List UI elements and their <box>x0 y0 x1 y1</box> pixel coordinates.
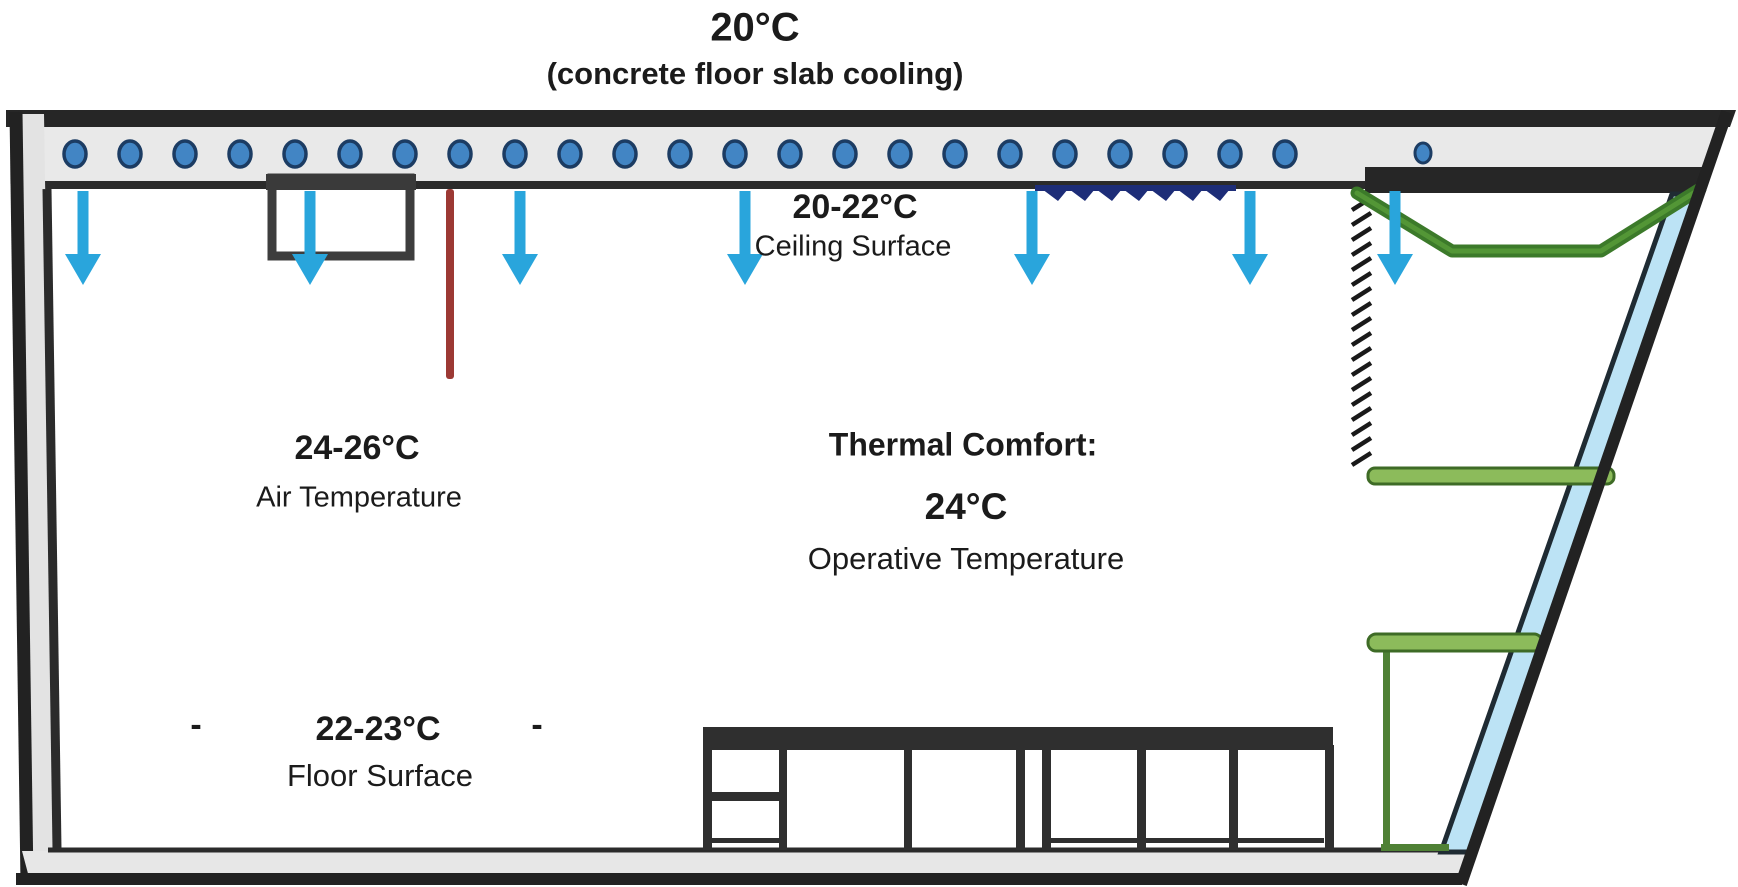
cooling-pipe-dot <box>832 139 858 169</box>
wall-shelf <box>1366 466 1616 486</box>
air-temp: 24-26°C <box>294 429 419 467</box>
operative-temp: 24°C <box>925 486 1008 527</box>
cooling-pipe-dot <box>1217 139 1243 169</box>
floor-surface-label: Floor Surface <box>287 758 473 793</box>
annotations: 20°C (concrete floor slab cooling) 20-22… <box>190 6 1124 794</box>
hatch-stroke <box>1350 241 1373 257</box>
hatch-stroke <box>1350 316 1373 332</box>
cooling-pipe-dot <box>942 139 968 169</box>
cooling-pipe-dot <box>1272 139 1298 169</box>
building-outer-slant-edge <box>1455 110 1733 886</box>
desk-leg <box>1383 650 1390 848</box>
cabinet-plinth-line <box>1046 838 1324 843</box>
hatch-stroke <box>1350 271 1373 287</box>
interior-partition-hatch <box>1350 196 1373 467</box>
cabinet-top-bar <box>703 727 1333 750</box>
zigzag-teeth <box>1042 189 1230 201</box>
cooling-pipe-dot <box>1107 139 1133 169</box>
ceiling-slab-top-edge <box>6 110 1736 127</box>
cool-air-arrow-icon <box>1014 191 1050 285</box>
cabinet-divider <box>1016 745 1025 850</box>
cooling-pipe-dot <box>777 139 803 169</box>
hatch-stroke <box>1350 331 1373 347</box>
cooling-pipe-dot <box>557 139 583 169</box>
cabinet-divider <box>1137 745 1146 850</box>
hatch-stroke <box>1350 256 1373 272</box>
thermal-comfort-heading: Thermal Comfort: <box>829 426 1097 462</box>
operative-temp-label: Operative Temperature <box>808 541 1124 576</box>
desk-top <box>1366 632 1544 653</box>
cabinet-plinth-line <box>709 838 783 843</box>
left-wall-inner-edge <box>42 188 62 850</box>
air-temp-label: Air Temperature <box>256 482 462 514</box>
cooling-pipe-dot <box>117 139 143 169</box>
air-diffuser-box <box>266 173 416 261</box>
cooling-pipes <box>62 139 1433 169</box>
cool-air-arrow-icon <box>727 191 763 285</box>
cooling-pipe-dot <box>62 139 88 169</box>
desk-base-rail <box>1381 844 1449 851</box>
hatch-stroke <box>1350 376 1373 392</box>
hatch-stroke <box>1350 361 1373 377</box>
hatch-stroke <box>1350 226 1373 242</box>
cooling-pipe-dot <box>1162 139 1188 169</box>
temperature-probe <box>446 189 454 379</box>
slab-cooling-temp-title: 20°C <box>710 6 799 50</box>
floor-surface-temp: 22-23°C <box>315 710 440 748</box>
ceiling-surface-temp: 20-22°C <box>792 188 917 226</box>
hatch-stroke <box>1350 451 1373 467</box>
cabinet-divider <box>1042 745 1051 850</box>
cooling-pipe-dot-small <box>1413 141 1433 165</box>
cabinet-row <box>703 727 1334 850</box>
floor-dash-right: - <box>531 706 542 744</box>
cooling-pipe-dot <box>722 139 748 169</box>
ceiling-baffle-highlight <box>1354 186 1703 254</box>
ceiling-surface-label: Ceiling Surface <box>755 231 952 263</box>
cooling-pipe-dot <box>337 139 363 169</box>
cooling-pipe-dot <box>612 139 638 169</box>
cooling-pipe-dot <box>997 139 1023 169</box>
supply-air-arrows <box>65 191 1413 285</box>
hatch-stroke <box>1350 421 1373 437</box>
cooling-pipe-dot <box>1052 139 1078 169</box>
left-wall-outer-edge <box>9 111 34 884</box>
cabinet-divider <box>1229 745 1238 850</box>
cool-air-arrow-icon <box>65 191 101 285</box>
cooling-pipe-dot <box>502 139 528 169</box>
cooling-pipe-dot <box>172 139 198 169</box>
cool-air-arrow-icon <box>1377 191 1413 285</box>
air-diffuser-top-cap <box>266 174 416 190</box>
cabinet-shelf <box>707 792 783 801</box>
cooling-pipe-dot <box>887 139 913 169</box>
hatch-stroke <box>1350 346 1373 362</box>
hatch-stroke <box>1350 436 1373 452</box>
hatch-stroke <box>1350 211 1373 227</box>
radiant-cooling-zigzag <box>1035 185 1236 201</box>
floor-slab <box>16 847 1473 885</box>
ceiling-slab-body <box>10 125 1728 184</box>
cooling-pipe-dot <box>227 139 253 169</box>
ceiling-baffle <box>1350 182 1707 258</box>
desk <box>1366 632 1544 851</box>
ceiling-bulkhead-band <box>1365 167 1709 193</box>
hatch-stroke <box>1350 406 1373 422</box>
left-wall <box>9 111 62 884</box>
slab-cooling-subtitle: (concrete floor slab cooling) <box>547 56 964 91</box>
cooling-pipe-dot <box>447 139 473 169</box>
hatch-stroke <box>1350 301 1373 317</box>
cool-air-arrow-icon <box>502 191 538 285</box>
cooling-pipe-dot <box>667 139 693 169</box>
hatch-stroke <box>1350 391 1373 407</box>
cabinet-divider <box>904 745 912 850</box>
cooling-pipe-dot <box>392 139 418 169</box>
cool-air-arrow-icon <box>1232 191 1268 285</box>
floor-dash-left: - <box>190 706 201 744</box>
cooling-pipe-dot <box>282 139 308 169</box>
cool-air-arrow-icon <box>292 191 328 285</box>
hatch-stroke <box>1350 286 1373 302</box>
cabinet-right-edge <box>1325 745 1334 850</box>
